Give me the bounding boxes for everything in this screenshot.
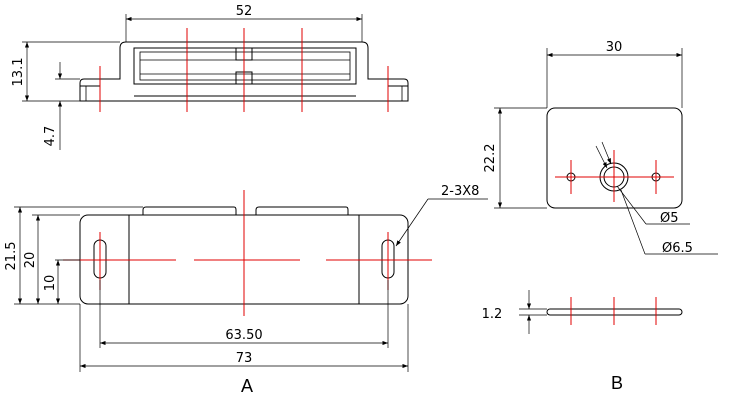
view-b-caption: B: [611, 373, 623, 393]
dim-tab-height: 4.7: [43, 126, 58, 147]
view-a-front: 2-3X8 63.50 73 21.5 20 10: [4, 184, 488, 372]
dim-overall-length: 73: [236, 351, 253, 366]
dim-top-height: 13.1: [11, 58, 26, 87]
dim-center-height: 10: [43, 275, 58, 292]
view-b-plate: 30 22.2 Ø5 Ø6.5: [483, 40, 718, 256]
plate-outline: [546, 107, 683, 209]
dim-slot-spacing: 63.50: [225, 328, 262, 343]
dim-top-width: 52: [236, 4, 253, 19]
front-top-hump-right: [255, 206, 349, 215]
slot-callout: 2-3X8: [441, 184, 479, 199]
top-pocket: [133, 47, 357, 85]
view-a-top: 52 13.1 4.7: [11, 4, 409, 150]
dim-plate-width: 30: [606, 40, 623, 55]
dim-front-height-inner: 20: [23, 252, 38, 269]
dim-plate-thickness: 1.2: [482, 307, 503, 322]
hole-large-callout: Ø6.5: [662, 241, 693, 256]
view-b-side: 1.2: [482, 290, 683, 334]
front-top-hump-left: [142, 206, 237, 215]
dim-plate-height: 22.2: [483, 144, 498, 173]
hole-small-callout: Ø5: [660, 211, 679, 226]
top-pocket-inner: [139, 51, 351, 81]
top-left-tab: [80, 85, 101, 101]
dim-front-height-outer: 21.5: [4, 242, 19, 271]
view-a-caption: A: [241, 376, 253, 396]
